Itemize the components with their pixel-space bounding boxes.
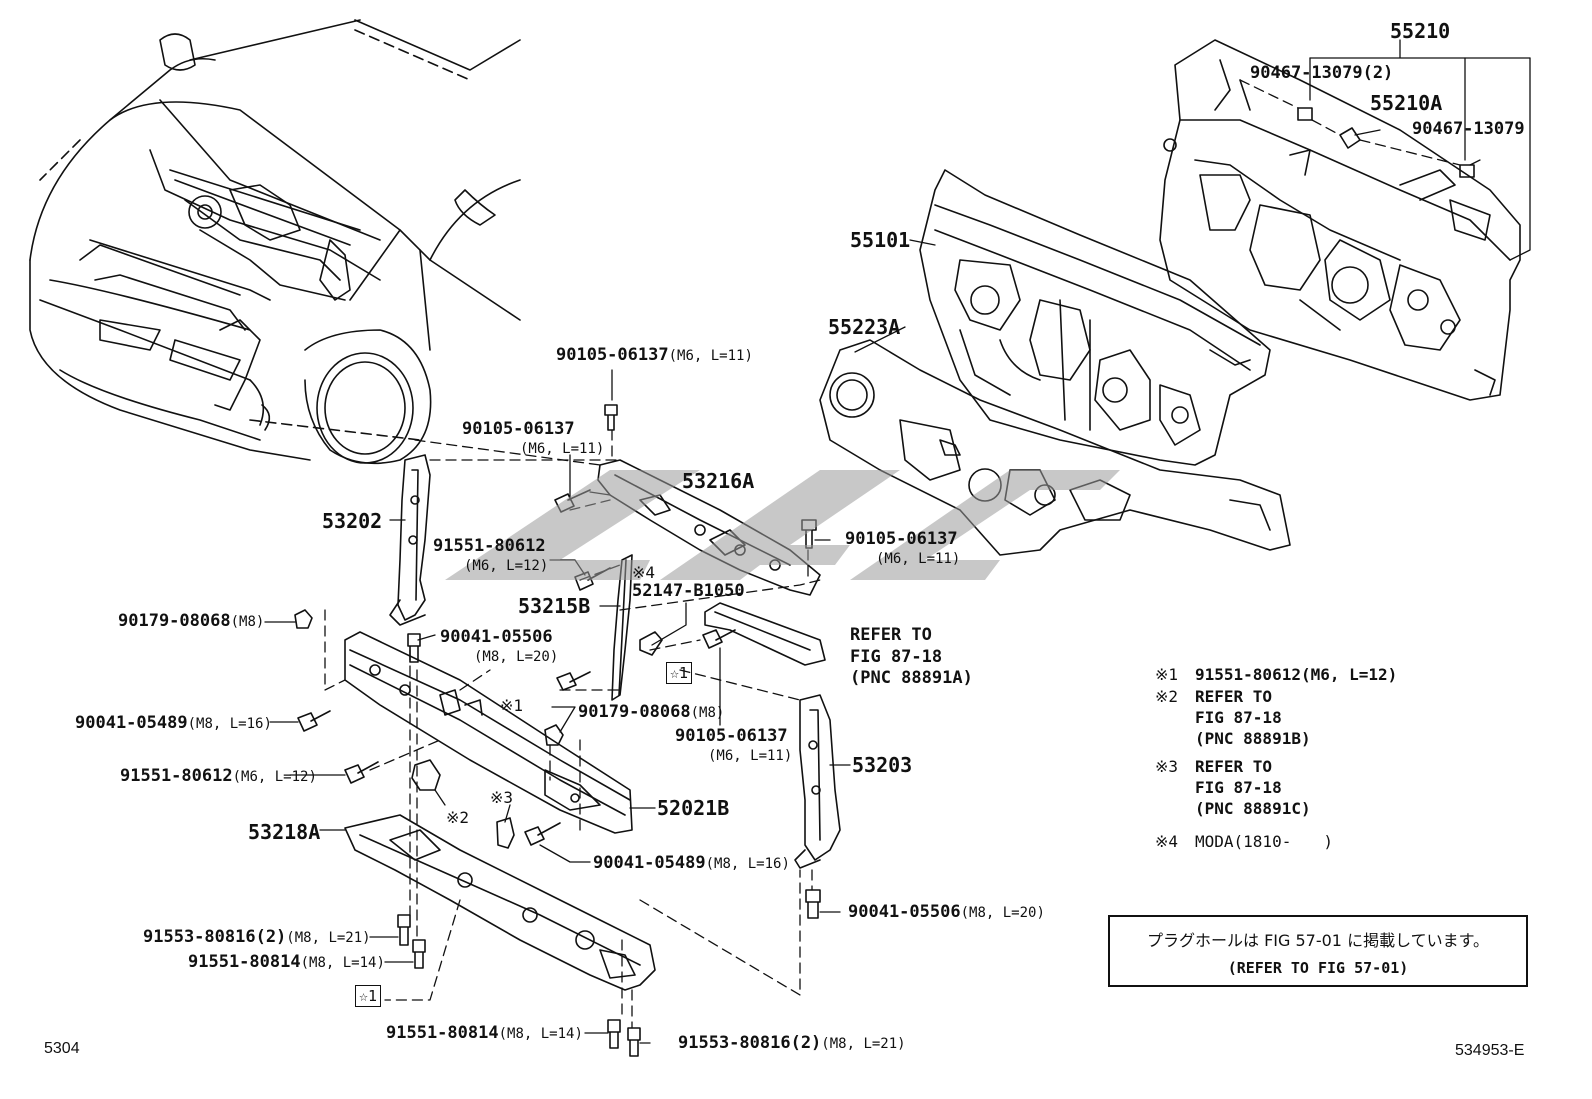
label-90041-05506-left-spec: (M8, L=20) xyxy=(474,649,559,665)
label-90105-06137-right-spec: (M6, L=11) xyxy=(876,551,961,567)
label-55210[interactable]: 55210 xyxy=(1390,19,1451,43)
label-90041-05506-right[interactable]: 90041-05506(M8, L=20) xyxy=(848,902,1045,922)
watermark xyxy=(445,470,1120,580)
label-mark1: ※1 xyxy=(500,696,524,715)
label-53215B[interactable]: 53215B xyxy=(518,594,591,618)
part-52021B-illustration xyxy=(344,631,633,834)
label-90105-06137-top[interactable]: 90105-06137(M6, L=11) xyxy=(556,345,753,365)
label-90105-06137-bottom-spec: (M6, L=11) xyxy=(708,748,793,764)
part-55101-illustration xyxy=(919,169,1271,466)
label-refer-88891A-line3[interactable]: (PNC 88891A) xyxy=(850,668,973,688)
label-91551-80612-mid[interactable]: 91551-80612 xyxy=(433,536,546,556)
label-90105-06137-left[interactable]: 90105-06137 xyxy=(462,419,575,439)
label-90105-06137-bottom[interactable]: 90105-06137 xyxy=(675,726,788,746)
clip-mark2-illustration xyxy=(411,759,441,791)
part-53218A-illustration xyxy=(344,814,656,991)
label-90041-05489-bottom[interactable]: 90041-05489(M8, L=16) xyxy=(593,853,790,873)
label-mark4: ※4 xyxy=(632,563,656,582)
part-88891A-illustration xyxy=(704,602,826,666)
reference-jp-text: プラグホールは FIG 57-01 に掲載しています。 xyxy=(1147,931,1489,950)
label-53218A[interactable]: 53218A xyxy=(248,820,321,844)
page-code-left: 5304 xyxy=(44,1040,80,1057)
label-90467-13079-2[interactable]: 90467-13079(2) xyxy=(1250,63,1394,83)
star1-marker-bottom: ☆1 xyxy=(355,985,382,1007)
label-refer-88891A-line1[interactable]: REFER TO xyxy=(850,625,932,645)
label-mark2: ※2 xyxy=(446,808,470,827)
vehicle-front-illustration xyxy=(29,19,521,465)
label-90105-06137-right[interactable]: 90105-06137 xyxy=(845,529,958,549)
label-53203[interactable]: 53203 xyxy=(852,753,913,777)
label-91551-80612-mid-spec: (M6, L=12) xyxy=(464,558,549,574)
part-52147-illustration xyxy=(639,631,663,656)
reference-en-text[interactable]: (REFER TO FIG 57-01) xyxy=(1227,959,1409,977)
label-53216A[interactable]: 53216A xyxy=(682,469,755,493)
label-90105-06137-left-spec: (M6, L=11) xyxy=(520,441,605,457)
part-55223A-illustration xyxy=(819,339,1291,556)
clip-mark3-illustration xyxy=(496,817,515,849)
label-91551-80814-bottom[interactable]: 91551-80814(M8, L=14) xyxy=(386,1023,583,1043)
part-55210-illustration xyxy=(1159,39,1521,401)
label-52147-B1050[interactable]: 52147-B1050 xyxy=(632,581,745,601)
label-55210A[interactable]: 55210A xyxy=(1370,91,1443,115)
plug-hole-reference-box: プラグホールは FIG 57-01 に掲載しています。 (REFER TO FI… xyxy=(1108,915,1528,987)
label-refer-88891A-line2[interactable]: FIG 87-18 xyxy=(850,647,943,667)
star1-marker-top: ☆1 xyxy=(666,662,693,684)
label-90179-08068-left[interactable]: 90179-08068(M8) xyxy=(118,611,265,631)
label-91551-80612-left[interactable]: 91551-80612(M6, L=12) xyxy=(120,766,317,786)
label-90179-08068-mid[interactable]: 90179-08068(M8) xyxy=(578,702,725,722)
leader-lines xyxy=(264,39,1531,1044)
label-91553-80816-bottom[interactable]: 91553-80816(2)(M8, L=21) xyxy=(678,1033,906,1053)
vehicle-guide-lines xyxy=(39,29,471,441)
label-90041-05489-left[interactable]: 90041-05489(M8, L=16) xyxy=(75,713,272,733)
label-52021B[interactable]: 52021B xyxy=(657,796,730,820)
label-55223A[interactable]: 55223A xyxy=(828,315,901,339)
label-91553-80816-left[interactable]: 91553-80816(2)(M8, L=21) xyxy=(143,927,371,947)
label-53202[interactable]: 53202 xyxy=(322,509,383,533)
label-90467-13079[interactable]: 90467-13079 xyxy=(1412,119,1525,139)
part-53203-illustration xyxy=(794,694,841,869)
label-mark3: ※3 xyxy=(490,788,514,807)
page-code-right: 534953-E xyxy=(1455,1042,1525,1059)
label-90041-05506-left[interactable]: 90041-05506 xyxy=(440,627,553,647)
label-55101[interactable]: 55101 xyxy=(850,228,911,252)
label-91551-80814-left[interactable]: 91551-80814(M8, L=14) xyxy=(188,952,385,972)
assembly-dashed-lines xyxy=(324,79,1461,1029)
part-53202-illustration xyxy=(389,454,431,626)
